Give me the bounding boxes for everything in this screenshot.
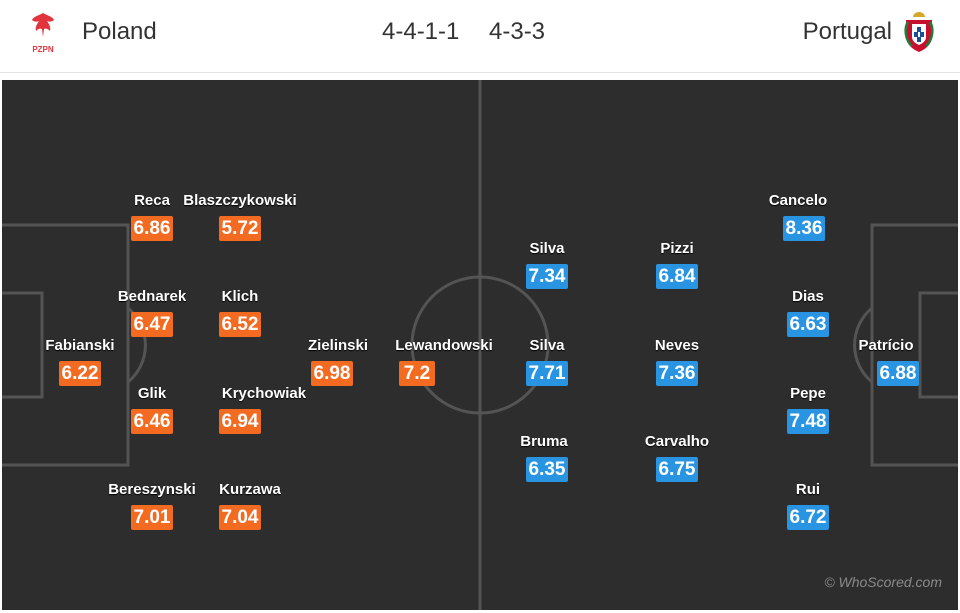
- player-away-rb[interactable]: Cancelo 8.36: [733, 192, 863, 241]
- player-rating: 6.88: [877, 361, 919, 386]
- player-rating: 6.22: [59, 361, 101, 386]
- player-name: Lewandowski: [395, 337, 493, 354]
- player-away-rcb[interactable]: Dias 6.63: [743, 288, 873, 337]
- player-name: Zielinski: [307, 337, 369, 354]
- player-home-lcb[interactable]: Bednarek 6.47: [87, 288, 217, 337]
- player-name: Blaszczykowski: [183, 192, 297, 209]
- player-name: Bednarek: [117, 288, 187, 305]
- player-name: Pepe: [790, 385, 826, 402]
- player-away-rw[interactable]: Silva 7.34: [482, 240, 612, 289]
- player-rating: 6.84: [656, 264, 698, 289]
- player-name: Rui: [795, 481, 821, 498]
- player-rating: 5.72: [219, 216, 261, 241]
- player-away-lcb[interactable]: Pepe 7.48: [743, 385, 873, 434]
- player-home-lb[interactable]: Reca 6.86: [87, 192, 217, 241]
- player-name: Reca: [134, 192, 170, 209]
- portugal-fpf-crest-icon: [904, 12, 934, 52]
- player-name: Kurzawa: [219, 481, 281, 498]
- player-rating: 8.36: [783, 216, 825, 241]
- player-rating: 6.86: [131, 216, 173, 241]
- player-rating: 6.52: [219, 312, 261, 337]
- player-home-gk[interactable]: Fabianski 6.22: [15, 337, 145, 386]
- player-name: Pizzi: [660, 240, 694, 257]
- player-away-lb[interactable]: Rui 6.72: [743, 481, 873, 530]
- player-away-cm[interactable]: Neves 7.36: [612, 337, 742, 386]
- player-rating: 7.71: [526, 361, 568, 386]
- player-rating: 7.2: [399, 361, 435, 386]
- player-name: Klich: [221, 288, 259, 305]
- player-away-st[interactable]: Silva 7.71: [482, 337, 612, 386]
- home-formation: 4-4-1-1: [382, 18, 460, 45]
- player-name: Cancelo: [768, 192, 828, 209]
- player-away-lw[interactable]: Bruma 6.35: [479, 433, 609, 482]
- player-name: Silva: [529, 240, 565, 257]
- player-name: Patrício: [858, 337, 914, 354]
- player-rating: 6.35: [526, 457, 568, 482]
- player-name: Krychowiak: [221, 385, 307, 402]
- player-rating: 6.75: [656, 457, 698, 482]
- player-name: Fabianski: [45, 337, 115, 354]
- poland-eagle-crest-icon: PZPN: [32, 13, 54, 54]
- player-rating: 6.47: [131, 312, 173, 337]
- player-name: Glik: [137, 385, 167, 402]
- player-home-rm[interactable]: Kurzawa 7.04: [185, 481, 315, 530]
- match-header: PZPN Poland 4-4-1-1 4-3-3 Portugal: [0, 0, 960, 73]
- player-rating: 6.63: [787, 312, 829, 337]
- home-team-name: Poland: [82, 18, 157, 45]
- player-rating: 7.48: [787, 409, 829, 434]
- player-away-lcm[interactable]: Carvalho 6.75: [612, 433, 742, 482]
- player-home-lm[interactable]: Blaszczykowski 5.72: [175, 192, 305, 241]
- player-home-lcm[interactable]: Klich 6.52: [175, 288, 305, 337]
- player-away-rcm[interactable]: Pizzi 6.84: [612, 240, 742, 289]
- player-rating: 6.72: [787, 505, 829, 530]
- player-home-st[interactable]: Lewandowski 7.2: [379, 337, 509, 386]
- away-formation: 4-3-3: [489, 18, 546, 45]
- player-name: Bereszynski: [108, 481, 196, 498]
- player-home-rcb[interactable]: Glik 6.46: [87, 385, 217, 434]
- player-name: Carvalho: [644, 433, 710, 450]
- player-rating: 6.94: [219, 409, 261, 434]
- pitch: Fabianski 6.22 Reca 6.86 Bednarek 6.47 G…: [2, 80, 958, 610]
- player-rating: 7.04: [219, 505, 261, 530]
- player-home-rb[interactable]: Bereszynski 7.01: [87, 481, 217, 530]
- away-team-name: Portugal: [802, 18, 892, 45]
- player-away-gk[interactable]: Patrício 6.88: [821, 337, 951, 386]
- svg-text:PZPN: PZPN: [32, 45, 54, 54]
- player-name: Neves: [654, 337, 700, 354]
- player-rating: 7.34: [526, 264, 568, 289]
- player-rating: 6.46: [131, 409, 173, 434]
- whoscored-watermark: © WhoScored.com: [824, 574, 942, 590]
- player-name: Bruma: [520, 433, 568, 450]
- player-name: Silva: [529, 337, 565, 354]
- player-home-rcm[interactable]: Krychowiak 6.94: [199, 385, 329, 434]
- player-rating: 6.98: [311, 361, 353, 386]
- player-rating: 7.01: [131, 505, 173, 530]
- player-rating: 7.36: [656, 361, 698, 386]
- player-name: Dias: [792, 288, 824, 305]
- player-home-am[interactable]: Zielinski 6.98: [273, 337, 403, 386]
